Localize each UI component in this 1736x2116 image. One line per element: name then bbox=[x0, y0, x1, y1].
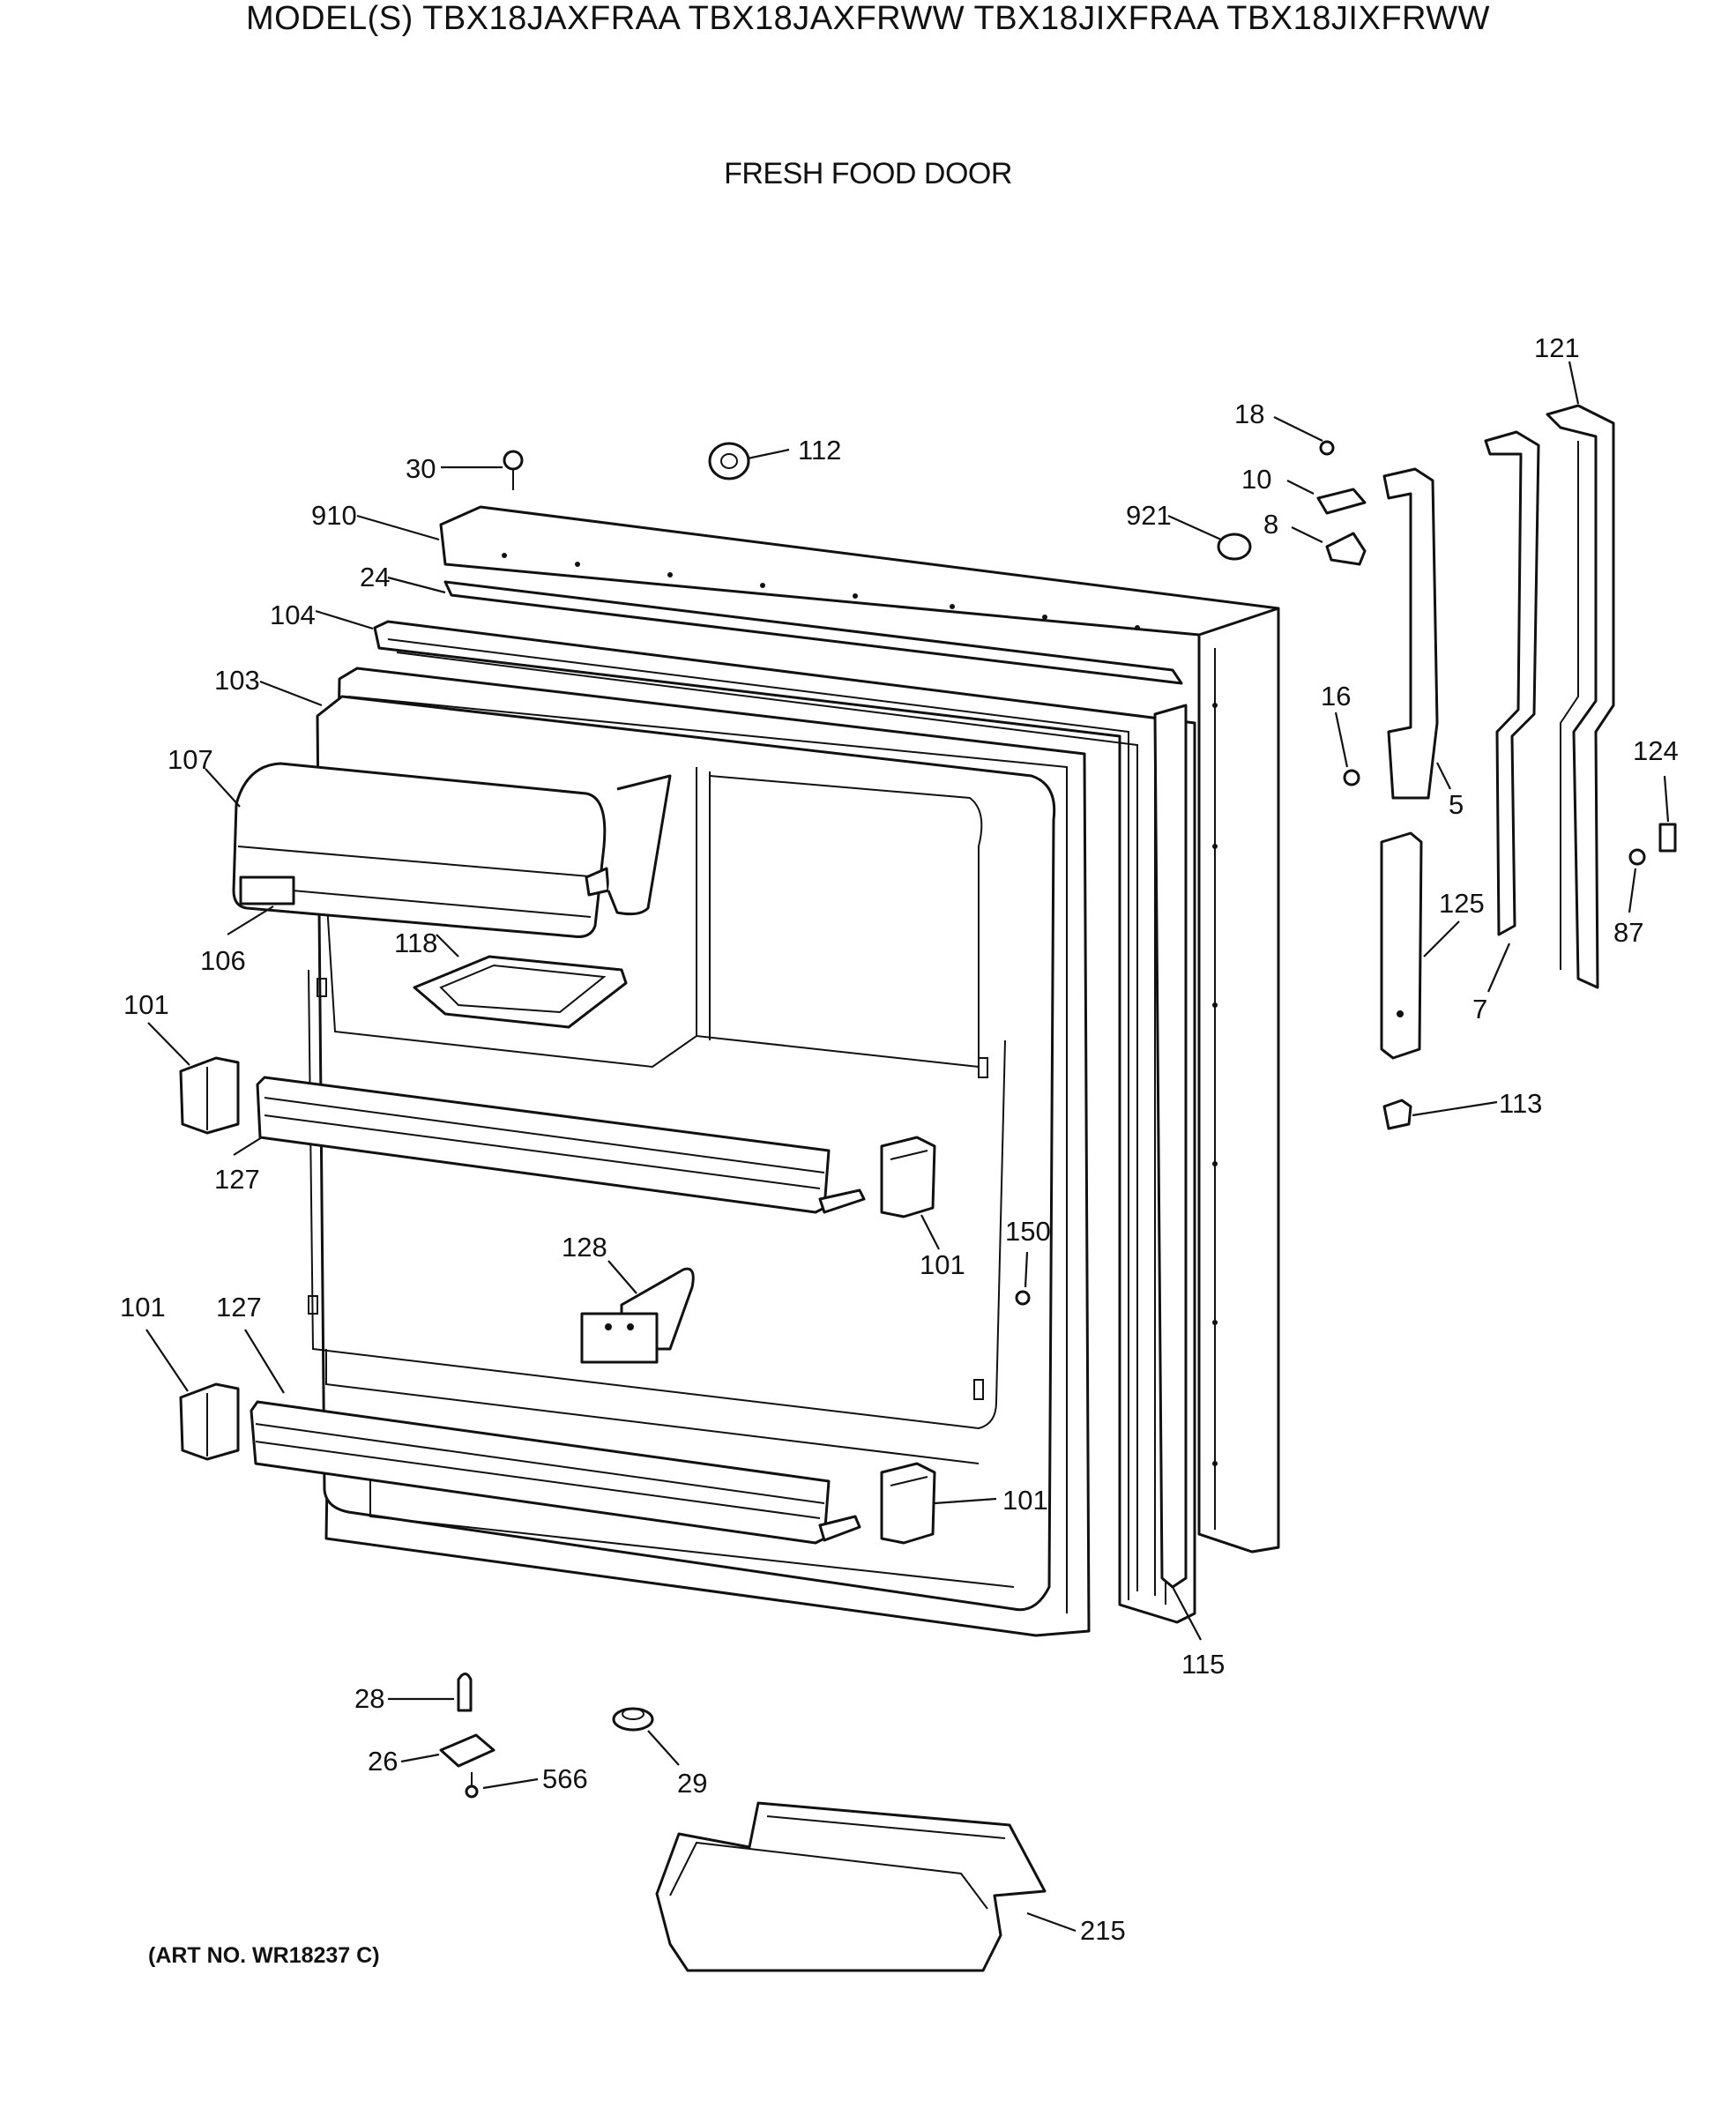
callout-113: 113 bbox=[1499, 1088, 1542, 1119]
plug-112 bbox=[708, 442, 750, 481]
callout-910: 910 bbox=[311, 500, 357, 531]
callout-118: 118 bbox=[394, 928, 437, 958]
callout-215: 215 bbox=[1080, 1915, 1126, 1946]
stop-pin-28 bbox=[457, 1673, 473, 1712]
bracket-125 bbox=[1380, 831, 1423, 1060]
callout-921: 921 bbox=[1126, 500, 1172, 531]
callout-24: 24 bbox=[360, 562, 390, 592]
callout-104: 104 bbox=[270, 600, 316, 630]
callout-124: 124 bbox=[1633, 735, 1679, 766]
callout-29: 29 bbox=[677, 1768, 707, 1799]
callout-115: 115 bbox=[1181, 1649, 1225, 1680]
callout-16: 16 bbox=[1321, 681, 1351, 712]
callout-labels: 30 112 910 24 104 103 107 106 118 101 12… bbox=[120, 332, 1679, 1946]
leader-lines bbox=[145, 361, 1670, 1933]
shelf-end-cap-lower-right bbox=[880, 1462, 936, 1545]
egg-tray bbox=[413, 955, 628, 1029]
callout-28: 28 bbox=[354, 1683, 384, 1714]
plug-113 bbox=[1382, 1099, 1412, 1130]
hinge-plate-10 bbox=[1316, 488, 1367, 515]
callout-87: 87 bbox=[1613, 917, 1643, 948]
callout-125: 125 bbox=[1439, 888, 1485, 919]
handle-bar-7 bbox=[1484, 430, 1540, 936]
callout-112: 112 bbox=[798, 435, 841, 466]
callout-30: 30 bbox=[406, 453, 436, 484]
callout-127-upper: 127 bbox=[214, 1164, 260, 1195]
callout-7: 7 bbox=[1472, 994, 1487, 1024]
callout-101-upper-left: 101 bbox=[123, 989, 169, 1020]
cap-921 bbox=[1217, 533, 1252, 561]
callout-101-upper-right: 101 bbox=[920, 1249, 965, 1280]
callout-121: 121 bbox=[1534, 332, 1580, 363]
screw-566 bbox=[465, 1772, 479, 1799]
dairy-compartment-door bbox=[232, 762, 672, 938]
outer-door-panel bbox=[439, 505, 1280, 1553]
callout-8: 8 bbox=[1263, 509, 1278, 540]
retainer-bracket bbox=[580, 1267, 695, 1364]
callout-150: 150 bbox=[1005, 1216, 1051, 1247]
door-insulation-strip bbox=[443, 580, 1183, 685]
door-trim-strip bbox=[1153, 704, 1188, 1589]
clip-124 bbox=[1658, 823, 1677, 853]
screw-16 bbox=[1343, 769, 1360, 786]
callout-5: 5 bbox=[1449, 789, 1464, 820]
door-bin-215 bbox=[655, 1801, 1047, 1972]
model-list-title: MODEL(S) TBX18JAXFRAA TBX18JAXFRWW TBX18… bbox=[245, 0, 1491, 37]
callout-107: 107 bbox=[168, 744, 213, 775]
hinge-plate-26 bbox=[439, 1733, 495, 1768]
art-number: (ART NO. WR18237 C) bbox=[148, 1943, 380, 1968]
callout-26: 26 bbox=[368, 1746, 398, 1777]
door-shelf-lower bbox=[250, 1400, 861, 1545]
callout-103: 103 bbox=[214, 665, 260, 696]
handle-5 bbox=[1382, 467, 1439, 800]
callout-128: 128 bbox=[562, 1232, 607, 1263]
callout-106: 106 bbox=[200, 945, 246, 976]
callout-18: 18 bbox=[1234, 399, 1264, 429]
callout-101-lower-right: 101 bbox=[1002, 1485, 1048, 1516]
section-title: FRESH FOOD DOOR bbox=[724, 157, 1012, 190]
screw-150 bbox=[1015, 1290, 1031, 1306]
callout-10: 10 bbox=[1241, 464, 1271, 495]
screw-30 bbox=[503, 450, 524, 490]
screw-87 bbox=[1628, 848, 1646, 866]
callout-127-lower: 127 bbox=[216, 1292, 262, 1322]
callout-566: 566 bbox=[542, 1763, 588, 1794]
callout-101-lower-left: 101 bbox=[120, 1292, 166, 1322]
shelf-end-cap-upper-right bbox=[880, 1136, 936, 1218]
grommet-29 bbox=[612, 1707, 654, 1732]
hinge-cover-8 bbox=[1325, 532, 1367, 566]
handle-trim-121 bbox=[1546, 404, 1615, 989]
shelf-end-cap-upper-left bbox=[179, 1056, 240, 1135]
screw-18 bbox=[1319, 440, 1335, 456]
shelf-end-cap-lower-left bbox=[179, 1382, 240, 1461]
